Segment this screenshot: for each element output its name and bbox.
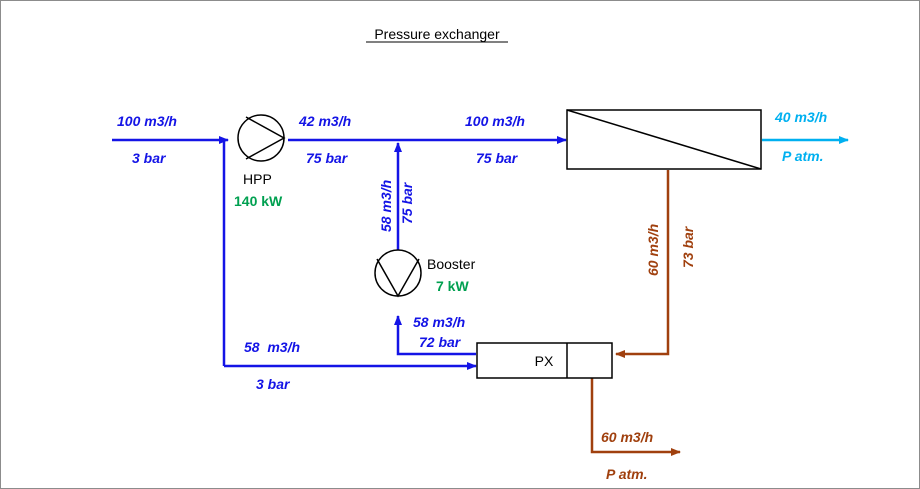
px-hp-out-flow-label: 58 m3/h	[413, 314, 465, 330]
booster-out-pressure-label: 75 bar	[399, 181, 415, 224]
px-to-booster-line	[394, 315, 476, 356]
lp-bypass-pressure-label: 3 bar	[256, 376, 291, 392]
px-label: PX	[535, 353, 554, 369]
brine-out-pressure-label: P atm.	[606, 466, 648, 482]
hpp-out-flow-label: 42 m3/h	[298, 113, 351, 129]
hpp-power-label: 140 kW	[234, 193, 283, 209]
membrane-in-pressure-label: 75 bar	[476, 150, 519, 166]
booster-name-label: Booster	[427, 256, 476, 272]
lp-bypass-flow-label: 58 m3/h	[244, 339, 300, 355]
membrane-in-flow-label: 100 m3/h	[465, 113, 525, 129]
ro-membrane-module	[566, 109, 762, 170]
hpp-pump-icon	[237, 114, 286, 162]
inlet-pressure-label: 3 bar	[132, 150, 167, 166]
booster-power-label: 7 kW	[436, 278, 469, 294]
brine-to-px-line	[615, 170, 670, 358]
brine-drain-line	[590, 378, 681, 456]
hpp-out-pressure-label: 75 bar	[306, 150, 349, 166]
diagram-title: Pressure exchanger	[374, 26, 500, 42]
px-unit	[476, 342, 613, 379]
booster-out-flow-label: 58 m3/h	[378, 180, 394, 232]
permeate-pressure-label: P atm.	[782, 148, 824, 164]
inlet-flow-label: 100 m3/h	[117, 113, 177, 129]
brine-out-flow-label: 60 m3/h	[601, 429, 653, 445]
brine-in-pressure-label: 73 bar	[680, 225, 696, 268]
brine-in-flow-label: 60 m3/h	[645, 224, 661, 276]
permeate-flow-label: 40 m3/h	[774, 109, 827, 125]
hpp-name-label: HPP	[243, 171, 272, 187]
booster-pump-icon	[374, 249, 422, 298]
px-hp-out-pressure-label: 72 bar	[419, 334, 462, 350]
